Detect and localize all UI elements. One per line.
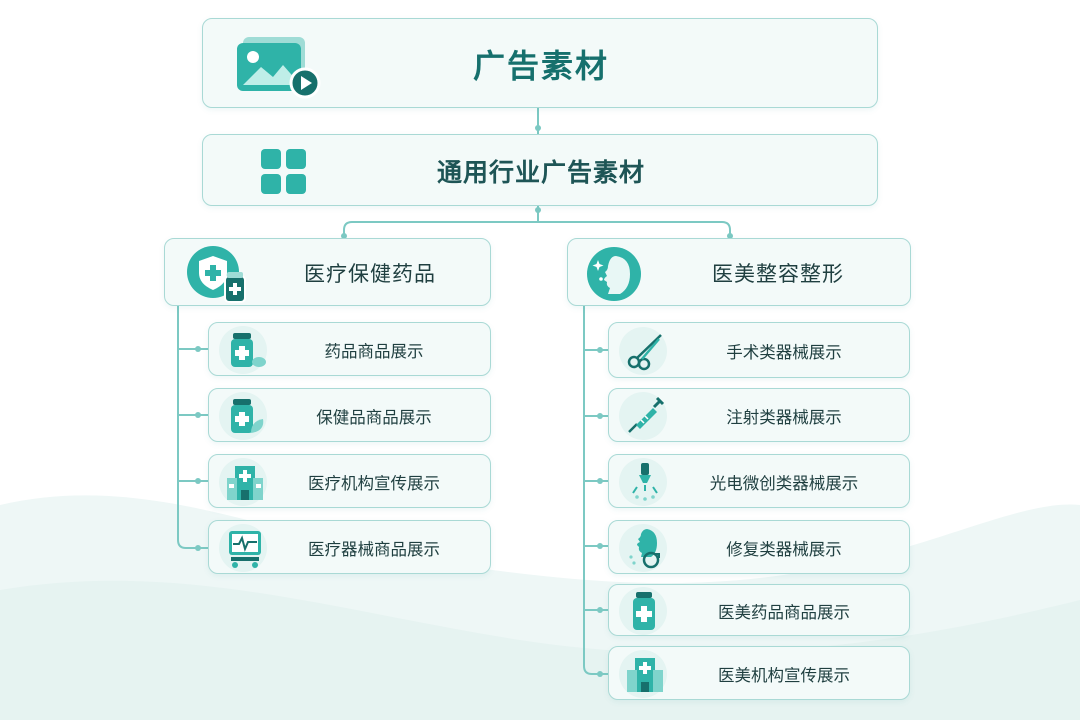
scissors-icon [627,334,662,371]
medicine-bottle-icon [633,592,655,630]
leaf-label: 手术类器械展示 [726,343,842,362]
leaf-label: 医美机构宣传展示 [718,666,850,685]
leaf-label: 医疗机构宣传展示 [308,474,440,493]
root-node: 广告素材 [202,18,878,108]
clinic-building-icon [627,658,663,692]
category-medical: 医疗保健药品 [164,238,491,306]
leaf-supplement-products: 保健品商品展示 [208,388,491,442]
leaf-label: 修复类器械展示 [726,540,842,559]
supplement-bottle-icon [231,399,264,433]
medical-monitor-icon [229,531,261,568]
leaf-injection-devices: 注射类器械展示 [608,388,910,442]
leaf-label: 保健品商品展示 [316,408,432,427]
leaf-label: 注射类器械展示 [726,408,842,427]
shield-medicine-icon [187,246,246,303]
leaf-label: 医美药品商品展示 [718,603,850,622]
leaf-aesthetic-drugs: 医美药品商品展示 [608,584,910,636]
category-aesthetic-label: 医美整容整形 [712,262,844,286]
root-title: 广告素材 [472,47,609,85]
leaf-label: 光电微创类器械展示 [709,474,859,493]
grid-icon [261,149,306,194]
category-aesthetic: 医美整容整形 [567,238,911,306]
category-medical-label: 医疗保健药品 [304,262,436,286]
leaf-repair-devices: 修复类器械展示 [608,520,910,574]
leaf-label: 药品商品展示 [324,342,424,361]
leaf-label: 医疗器械商品展示 [308,540,440,559]
leaf-aesthetic-institution: 医美机构宣传展示 [608,646,910,700]
leaf-medical-institution: 医疗机构宣传展示 [208,454,491,508]
leaf-medical-device: 医疗器械商品展示 [208,520,491,574]
beauty-face-icon [587,247,641,301]
general-industry-title: 通用行业广告素材 [436,158,645,187]
leaf-photoelectric-devices: 光电微创类器械展示 [608,454,910,508]
laser-device-icon [632,463,658,501]
leaf-surgical-devices: 手术类器械展示 [608,322,910,378]
pill-bottle-icon [231,333,266,367]
image-video-icon [237,37,321,99]
syringe-icon [628,396,665,433]
general-industry-node: 通用行业广告素材 [202,134,878,206]
face-repair-icon [629,529,660,569]
leaf-drug-products: 药品商品展示 [208,322,491,376]
hospital-icon [227,466,263,500]
